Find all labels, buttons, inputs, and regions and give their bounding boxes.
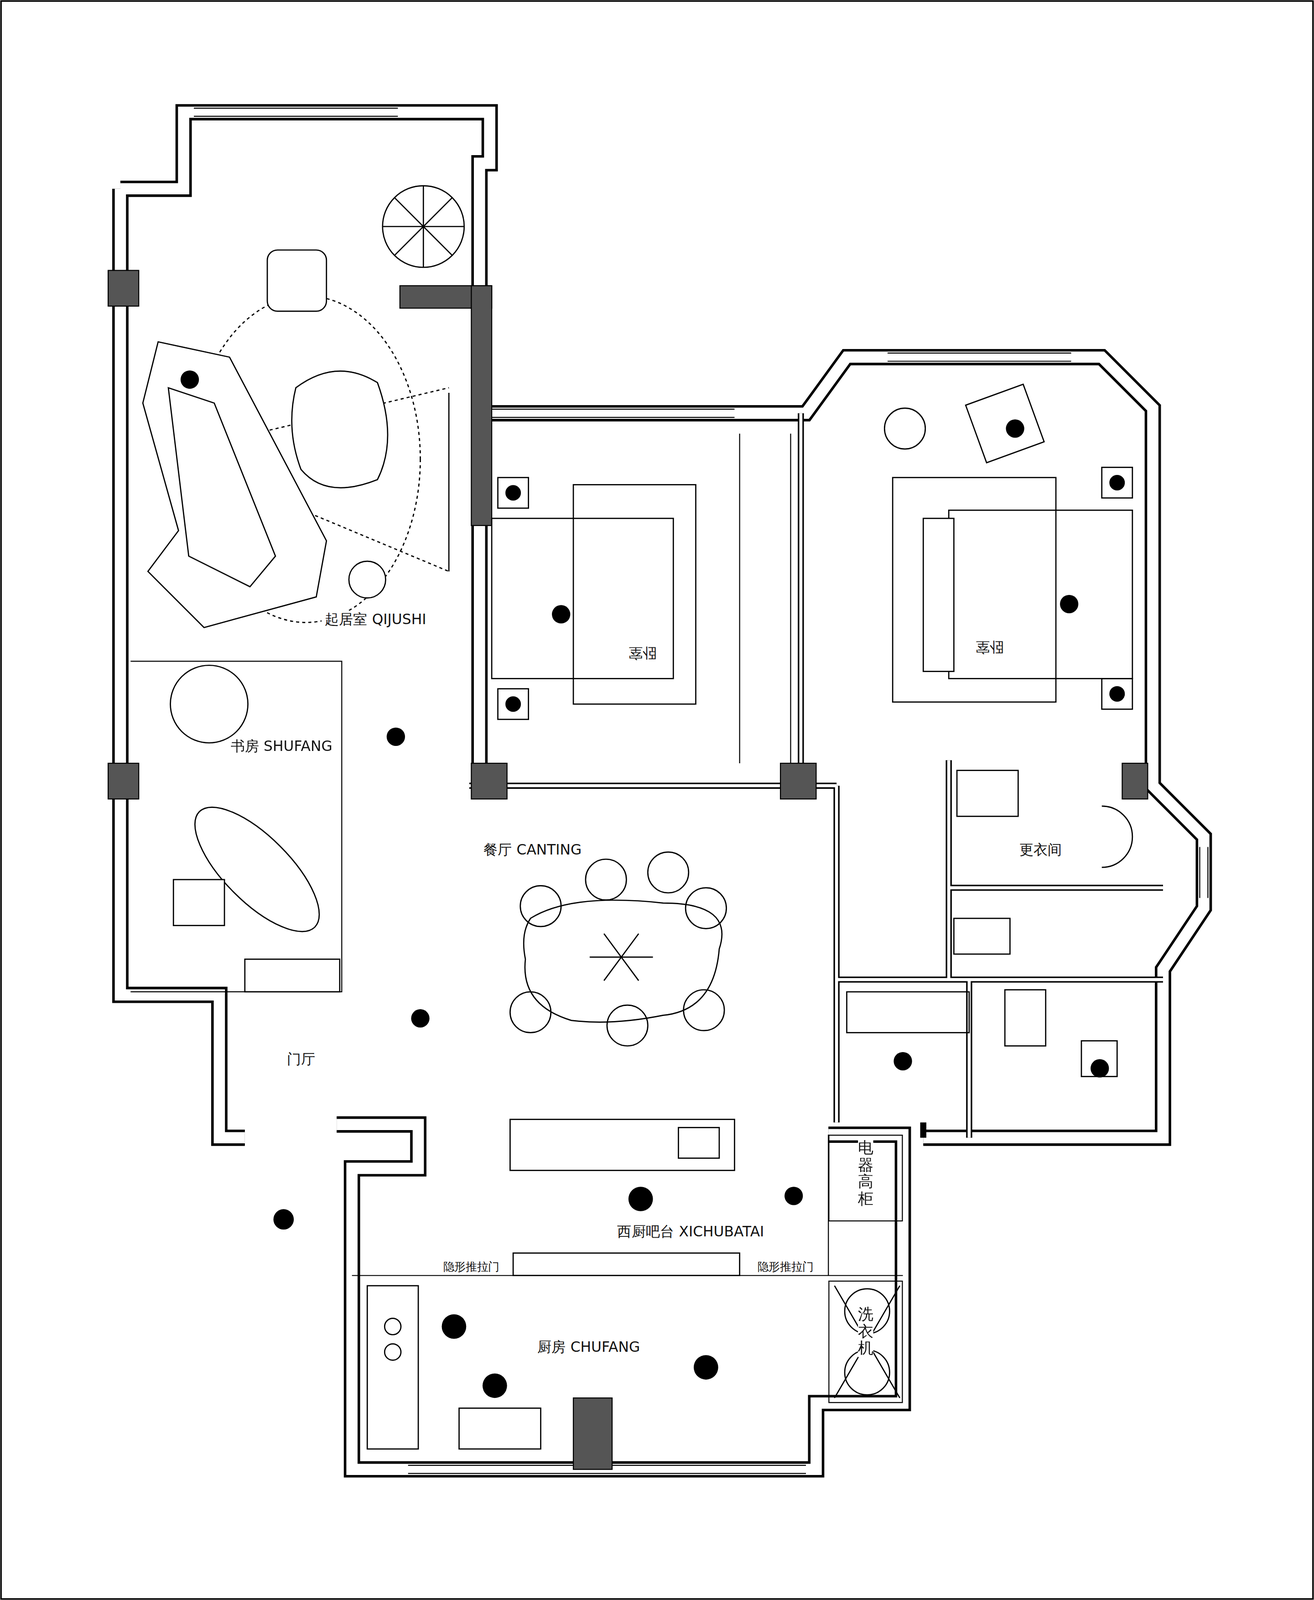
room-label: 隐形推拉门 [440, 1260, 503, 1274]
washing-machine: 洗衣机 [828, 1280, 903, 1403]
circle-shape [647, 851, 689, 893]
circle-shape [607, 1004, 648, 1046]
path-shape [168, 387, 276, 587]
circle-shape [410, 1008, 430, 1028]
circle-shape [482, 1372, 508, 1398]
rect-shape [780, 763, 816, 799]
path-shape [589, 933, 654, 981]
rect-shape [498, 688, 529, 720]
circle-shape [180, 370, 199, 389]
room-label: 更衣间 [1016, 841, 1065, 859]
circle-shape [1110, 475, 1125, 490]
path-shape [834, 1285, 900, 1398]
rect-shape [923, 518, 954, 671]
rect-shape [1004, 989, 1046, 1046]
rect-shape [367, 1285, 419, 1449]
circle-shape [384, 1318, 401, 1335]
rect-shape [267, 249, 327, 312]
room-label: 洗衣机 [857, 1305, 874, 1357]
rect-shape [509, 1119, 735, 1171]
rect-shape [513, 1252, 740, 1276]
circle-shape [693, 1354, 719, 1380]
circle-shape [628, 1186, 654, 1211]
columns [108, 270, 1148, 1470]
circle-shape [505, 485, 520, 500]
path-shape [382, 185, 465, 268]
path-shape [523, 899, 722, 1022]
circle-shape [520, 885, 561, 926]
circle-shape [386, 727, 406, 746]
path-shape [142, 341, 327, 628]
circle-shape [384, 1343, 401, 1361]
circle-shape [348, 560, 386, 598]
room-label: 门厅 [283, 1050, 319, 1068]
circle-shape [273, 1208, 294, 1230]
circle-shape [509, 991, 551, 1033]
circle-shape [844, 1349, 890, 1395]
circle-shape [683, 989, 725, 1031]
study-room: 书房 SHUFANG [130, 660, 342, 992]
circle-shape [505, 696, 520, 712]
use-shape [120, 112, 1204, 1470]
room-label: 西厨吧台 XICHUBATAI [614, 1222, 768, 1241]
path-shape [193, 108, 1208, 1474]
rect-shape [948, 509, 1133, 679]
circle-shape [1110, 686, 1125, 701]
circle-shape [1005, 419, 1024, 438]
rect-shape [965, 384, 1044, 463]
furniture [142, 185, 1133, 1449]
rect-shape [108, 270, 139, 307]
appliance-cabinet: 电器高柜 [828, 1134, 903, 1221]
rect-shape [498, 477, 529, 509]
rect-shape [953, 918, 1010, 954]
rect-shape [846, 991, 970, 1033]
room-label: 隐形推拉门 [754, 1260, 817, 1274]
circle-shape [170, 664, 249, 743]
path-shape [291, 370, 388, 488]
line-shape [448, 392, 450, 572]
room-label: 电器高柜 [857, 1139, 874, 1207]
rect-shape [173, 879, 225, 926]
rect-shape [573, 1397, 613, 1470]
path-shape [1101, 805, 1133, 868]
circle-shape [1059, 594, 1079, 613]
windows [193, 108, 1208, 1474]
rect-shape [1121, 763, 1148, 799]
rect-shape [1101, 678, 1133, 709]
circle-shape [551, 604, 571, 624]
rect-shape [573, 484, 696, 704]
room-label: 餐厅 CANTING [480, 841, 585, 859]
room-label: 起居室 QIJUSHI [321, 610, 430, 629]
circle-shape [441, 1314, 467, 1339]
rect-shape [1101, 467, 1133, 498]
rect-shape [471, 285, 492, 526]
rect-shape [491, 518, 674, 679]
rect-shape [678, 1127, 719, 1158]
rect-shape [892, 477, 1056, 702]
use-shape [120, 112, 1204, 1470]
rect-shape [459, 1407, 541, 1449]
circle-shape [884, 408, 925, 449]
rect-shape [244, 958, 340, 992]
rect-shape [108, 763, 139, 799]
rect-shape [956, 770, 1018, 817]
outer-walls [120, 112, 1204, 1470]
room-label: 卧室 [972, 638, 1008, 656]
room-label: 书房 SHUFANG [230, 737, 333, 755]
circle-shape [382, 185, 465, 268]
rect-shape [471, 763, 507, 799]
path-shape [469, 413, 1164, 1138]
room-label: 厨房 CHUFANG [534, 1338, 644, 1356]
path-shape [469, 413, 1164, 1138]
circle-shape [893, 1051, 912, 1070]
circle-shape [784, 1186, 803, 1205]
circle-shape [1090, 1059, 1109, 1078]
room-label: 卧室 [625, 644, 660, 662]
circle-shape [685, 887, 727, 929]
circle-shape [585, 858, 627, 900]
people [180, 370, 1109, 1398]
